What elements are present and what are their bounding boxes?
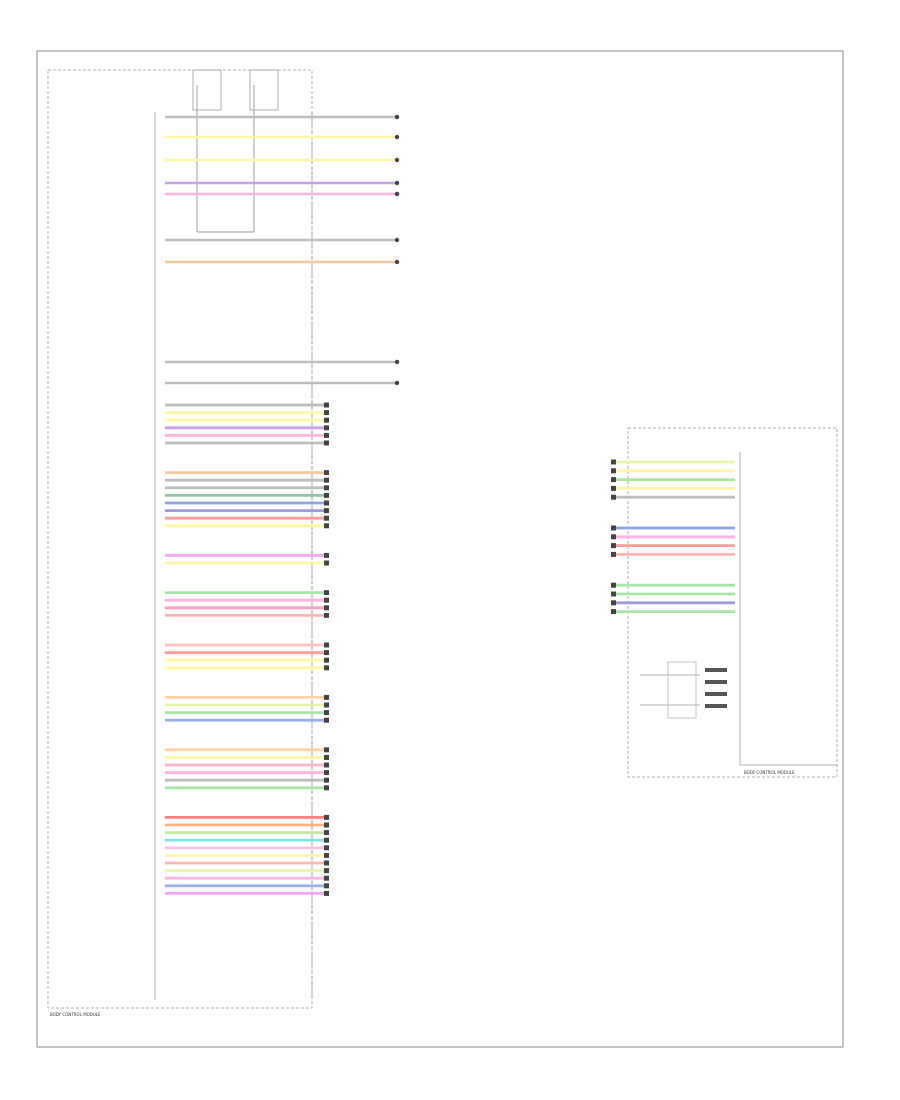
right-module-title: BODY CONTROL MODULE: [744, 770, 795, 775]
upper-wire-terminal-8: [394, 380, 400, 386]
left-wire-terminal-28: [324, 747, 329, 753]
left-wire-terminal-29: [324, 754, 329, 760]
internal-terminal-2: [705, 680, 727, 684]
internal-terminal-1: [705, 668, 727, 672]
right-wire-terminal-3: [611, 485, 616, 491]
left-wire-terminal-0: [324, 402, 329, 408]
right-wire-terminal-7: [611, 543, 616, 549]
left-wire-terminal-12: [324, 515, 329, 521]
left-wire-terminal-5: [324, 440, 329, 446]
upper-wire-terminal-5: [394, 237, 400, 243]
left-wire-terminal-41: [324, 868, 329, 874]
left-wire-terminal-18: [324, 605, 329, 611]
left-wire-terminal-36: [324, 830, 329, 836]
upper-wire-terminal-2: [394, 157, 400, 163]
left-wire-terminal-13: [324, 523, 329, 529]
left-wire-terminal-24: [324, 694, 329, 700]
upper-wire-terminal-3: [394, 180, 400, 186]
left-wire-terminal-32: [324, 777, 329, 783]
left-wire-terminal-17: [324, 597, 329, 603]
left-wire-terminal-40: [324, 860, 329, 866]
left-wire-terminal-14: [324, 552, 329, 558]
left-wire-terminal-3: [324, 425, 329, 431]
upper-wire-terminal-7: [394, 359, 400, 365]
upper-wire-terminal-6: [394, 259, 400, 265]
right-wire-terminal-10: [611, 591, 616, 597]
upper-wire-terminal-4: [394, 191, 400, 197]
right-wire-terminal-9: [611, 582, 616, 588]
left-wire-terminal-1: [324, 410, 329, 416]
left-wire-terminal-9: [324, 492, 329, 498]
left-wire-terminal-37: [324, 837, 329, 843]
left-wire-terminal-16: [324, 590, 329, 596]
internal-terminal-3: [705, 692, 727, 696]
left-wire-terminal-6: [324, 470, 329, 476]
left-wire-terminal-10: [324, 500, 329, 506]
right-module-internal: [640, 661, 727, 719]
left-wire-terminal-4: [324, 432, 329, 438]
left-wire-terminal-15: [324, 560, 329, 566]
left-wire-terminal-38: [324, 845, 329, 851]
right-wire-terminal-5: [611, 525, 616, 531]
left-wire-terminal-20: [324, 642, 329, 648]
left-wire-terminal-7: [324, 477, 329, 483]
right-wire-terminal-2: [611, 477, 616, 483]
left-wire-terminal-11: [324, 508, 329, 514]
left-wire-terminal-30: [324, 762, 329, 768]
left-module-title: BODY CONTROL MODULE: [50, 1012, 101, 1017]
left-wire-terminal-19: [324, 612, 329, 618]
left-wire-terminal-27: [324, 717, 329, 723]
upper-wire-terminal-1: [394, 134, 400, 140]
left-wire-terminal-23: [324, 665, 329, 671]
left-wire-terminal-34: [324, 814, 329, 820]
fuse-block-2: [249, 69, 279, 111]
fuse-block-1: [192, 69, 222, 111]
left-wire-terminal-8: [324, 485, 329, 491]
internal-box: [667, 661, 697, 719]
right-wire-group: [611, 459, 735, 615]
right-wire-terminal-6: [611, 534, 616, 540]
left-wire-terminal-21: [324, 650, 329, 656]
right-wire-terminal-12: [611, 609, 616, 615]
internal-terminal-4: [705, 704, 727, 708]
left-wire-terminal-22: [324, 657, 329, 663]
right-wire-terminal-4: [611, 494, 616, 500]
left-wire-terminal-35: [324, 822, 329, 828]
right-wire-terminal-0: [611, 459, 616, 465]
left-wire-terminal-31: [324, 770, 329, 776]
right-wire-terminal-8: [611, 551, 616, 557]
top-fuse-blocks: [192, 69, 279, 233]
left-wire-terminal-43: [324, 883, 329, 889]
left-wire-terminal-33: [324, 785, 329, 791]
right-wire-terminal-11: [611, 600, 616, 606]
diagram-frame: [36, 50, 844, 1048]
left-wire-terminal-42: [324, 875, 329, 881]
upper-wire-terminal-0: [394, 114, 400, 120]
left-wire-terminal-2: [324, 417, 329, 423]
left-wire-terminal-26: [324, 710, 329, 716]
left-wire-terminal-44: [324, 890, 329, 896]
left-wire-terminal-25: [324, 702, 329, 708]
right-wire-terminal-1: [611, 468, 616, 474]
left-wire-terminal-39: [324, 852, 329, 858]
left-module-box: [47, 69, 313, 1009]
left-wire-group: [165, 114, 400, 896]
